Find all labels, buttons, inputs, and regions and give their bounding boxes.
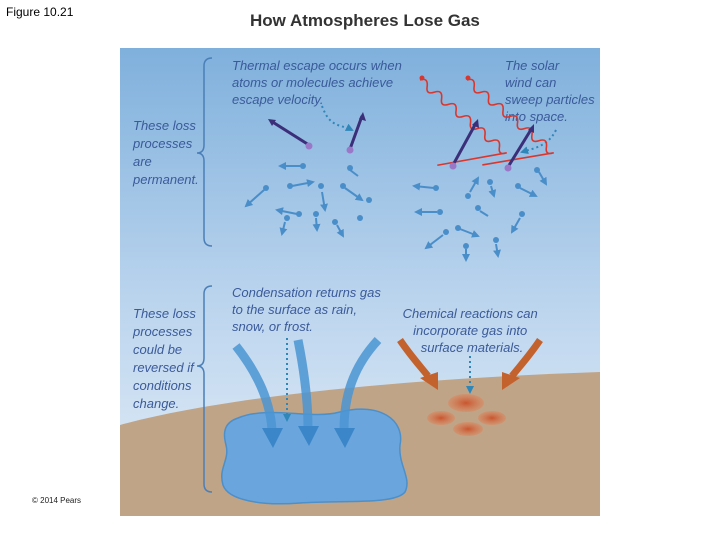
reversible-label-line: reversed if: [133, 360, 195, 375]
escaping-molecule-arrowhead: [359, 112, 366, 121]
reversible-label-line: change.: [133, 396, 179, 411]
condensation-annotation: Condensation returns gas to the surface …: [232, 285, 385, 334]
chemical-reaction-spots: [427, 394, 506, 436]
reversible-label-line: processes: [132, 324, 193, 339]
chemical-annotation-line: Chemical reactions can: [403, 306, 538, 321]
chemical-reaction-arrows: [397, 338, 543, 390]
figure-label: Figure 10.21: [6, 5, 74, 19]
chemical-annotation-line: incorporate gas into: [413, 323, 527, 338]
water-puddle: [221, 408, 408, 505]
gas-molecules-left: [244, 162, 372, 238]
permanent-label-line: These loss: [133, 118, 196, 133]
solar-annotation-line: sweep particles: [505, 92, 595, 107]
permanent-label-line: processes: [132, 136, 193, 151]
solar-annotation-line: wind can: [505, 75, 556, 90]
permanent-label-line: permanent.: [132, 172, 199, 187]
solar-annotation-line: The solar: [505, 58, 560, 73]
condensation-annotation-line: to the surface as rain,: [232, 302, 357, 317]
escaping-molecule-arrowhead: [268, 119, 276, 126]
thermal-annotation-line: atoms or molecules achieve: [232, 75, 393, 90]
reversible-label-line: These loss: [133, 306, 196, 321]
escaping-molecule: [346, 146, 354, 154]
reversible-label: These loss processes could be reversed i…: [132, 306, 200, 411]
escaping-molecule-trail: [348, 115, 364, 150]
permanent-brace: [196, 57, 213, 247]
thermal-annotation-line: escape velocity.: [232, 92, 324, 107]
copyright-notice: © 2014 Pears: [32, 496, 82, 505]
solar-wind-annotation: The solar wind can sweep particles into …: [505, 58, 598, 124]
reversible-label-line: could be: [133, 342, 182, 357]
solar-wind-helix: [466, 78, 554, 166]
reversible-label-line: conditions: [133, 378, 192, 393]
condensation-arrows: [232, 336, 382, 448]
permanent-label-line: are: [133, 154, 152, 169]
diagram-title: How Atmospheres Lose Gas: [250, 11, 480, 30]
thermal-annotation-line: Thermal escape occurs when: [232, 58, 402, 73]
condensation-annotation-line: snow, or frost.: [232, 319, 313, 334]
gas-molecules-right: [412, 167, 548, 262]
solar-wind-helix: [419, 78, 507, 167]
solar-wind-particles: [419, 75, 554, 167]
thermal-escape-molecules: [268, 112, 366, 154]
chemical-reaction-annotation: Chemical reactions can incorporate gas i…: [403, 306, 542, 355]
solar-annotation-line: into space.: [505, 109, 568, 124]
swept-molecules: [449, 119, 534, 172]
condensation-annotation-line: Condensation returns gas: [232, 285, 381, 300]
reversible-brace: [196, 285, 213, 493]
chemical-annotation-line: surface materials.: [421, 340, 524, 355]
permanent-label: These loss processes are permanent.: [132, 118, 200, 187]
escaping-molecule-trail: [270, 119, 310, 147]
escaping-molecule: [305, 142, 313, 150]
thermal-escape-annotation: Thermal escape occurs when atoms or mole…: [232, 58, 405, 107]
